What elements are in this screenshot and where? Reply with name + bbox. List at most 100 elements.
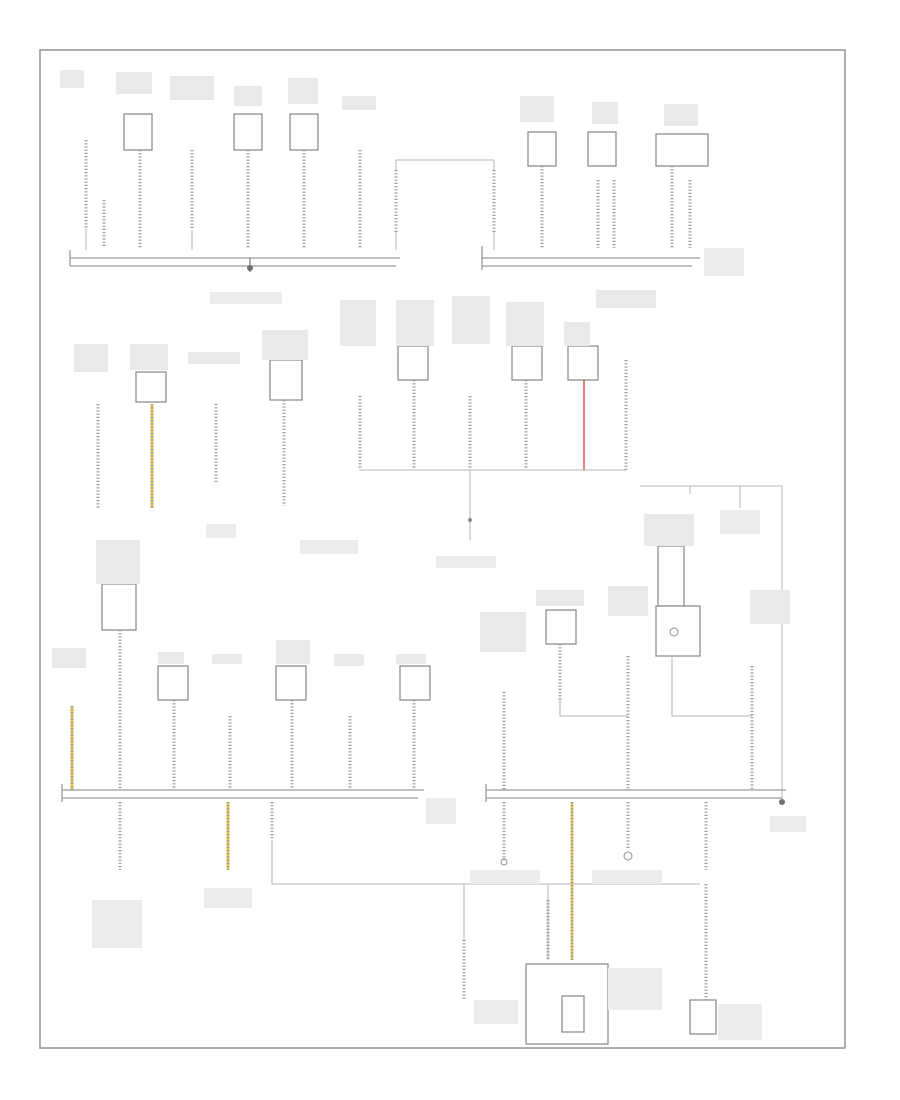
connector-box: [157, 665, 189, 701]
middle-right-ground-group: [340, 290, 783, 800]
label-block: [480, 612, 526, 652]
label-block: [60, 70, 84, 88]
label-block: [520, 96, 554, 122]
label-block: [720, 510, 760, 534]
label-block: [474, 1000, 518, 1024]
ground-wire: [559, 700, 628, 717]
label-block: [262, 330, 308, 360]
ground-point: [623, 851, 633, 861]
ground-wire: [671, 656, 752, 717]
ground-wire: [394, 170, 496, 232]
connector-box: [561, 995, 585, 1033]
connector-box: [545, 609, 577, 645]
connector-box: [587, 131, 617, 167]
connector-box: [135, 371, 167, 403]
label-block: [596, 290, 656, 308]
label-block: [92, 900, 142, 948]
label-block: [334, 654, 364, 666]
ground-wire: [463, 884, 549, 960]
bottom-left-ground-group: [52, 540, 700, 948]
label-block: [436, 556, 496, 568]
label-block: [770, 816, 806, 832]
label-block: [608, 586, 648, 616]
legend-block: [300, 540, 358, 554]
ground-wire: [502, 802, 708, 870]
connector-box: [399, 665, 431, 701]
ground-wire: [85, 230, 193, 250]
label-block: [608, 968, 662, 1010]
relay-coil: [669, 627, 679, 637]
label-block: [592, 870, 662, 884]
middle-left-ground-group: [74, 330, 358, 554]
ground-wire: [118, 630, 416, 790]
label-block: [276, 640, 310, 664]
label-block: [644, 514, 694, 546]
ground-wire: [640, 485, 783, 800]
label-block: [74, 344, 108, 372]
top-right-ground-group: [481, 96, 744, 276]
splice-point: [247, 265, 253, 271]
label-block: [234, 86, 262, 106]
label-block: [506, 302, 544, 346]
label-block: [426, 798, 456, 824]
ground-bus: [481, 246, 700, 270]
diagram-frame: [39, 49, 846, 1049]
label-block: [536, 590, 584, 606]
label-block: [470, 870, 540, 884]
connector-box: [269, 359, 303, 401]
jumper-wire: [395, 159, 495, 250]
connector-box: [527, 131, 557, 167]
connector-box: [233, 113, 263, 151]
label-block: [170, 76, 214, 100]
connector-box: [101, 583, 137, 631]
ground-wire: [84, 140, 362, 248]
label-block: [52, 648, 86, 668]
connector-box: [657, 545, 685, 607]
label-block: [204, 888, 252, 908]
connector-box: [289, 113, 319, 151]
ground-wire: [689, 486, 741, 508]
label-block: [396, 654, 426, 664]
connector-box: [567, 345, 599, 381]
connector-box: [655, 133, 709, 167]
top-left-ground-group: [60, 70, 496, 304]
label-block: [188, 352, 240, 364]
label-block: [704, 248, 744, 276]
connector-box: [275, 665, 307, 701]
label-block: [206, 524, 236, 538]
label-block: [96, 540, 140, 584]
label-block: [130, 344, 168, 370]
ground-point: [500, 858, 508, 866]
ground-bus: [61, 784, 424, 802]
label-block: [288, 78, 318, 104]
label-block: [452, 296, 490, 344]
label-block: [592, 102, 618, 124]
label-block: [564, 322, 590, 346]
label-block: [212, 654, 242, 664]
label-block: [750, 590, 790, 624]
label-block: [116, 72, 152, 94]
label-block: [342, 96, 376, 110]
ground-bus: [485, 784, 786, 802]
ground-wire: [96, 400, 286, 508]
connector-box: [511, 345, 543, 381]
ground-wire: [118, 802, 274, 870]
splice-point: [468, 518, 472, 522]
ground-wire: [271, 840, 700, 885]
label-block: [718, 1004, 762, 1040]
connector-box: [689, 999, 717, 1035]
connector-box: [123, 113, 153, 151]
bottom-right-ground-group: [462, 514, 806, 1045]
connector-box: [397, 345, 429, 381]
label-block: [340, 300, 376, 346]
ground-wire: [540, 166, 692, 248]
ground-wire: [502, 644, 754, 790]
label-block: [158, 652, 184, 664]
label-block: [396, 300, 434, 346]
splice-point: [779, 799, 785, 805]
label-block: [210, 292, 282, 304]
ground-wire: [462, 900, 550, 1000]
ground-bus: [69, 250, 400, 267]
